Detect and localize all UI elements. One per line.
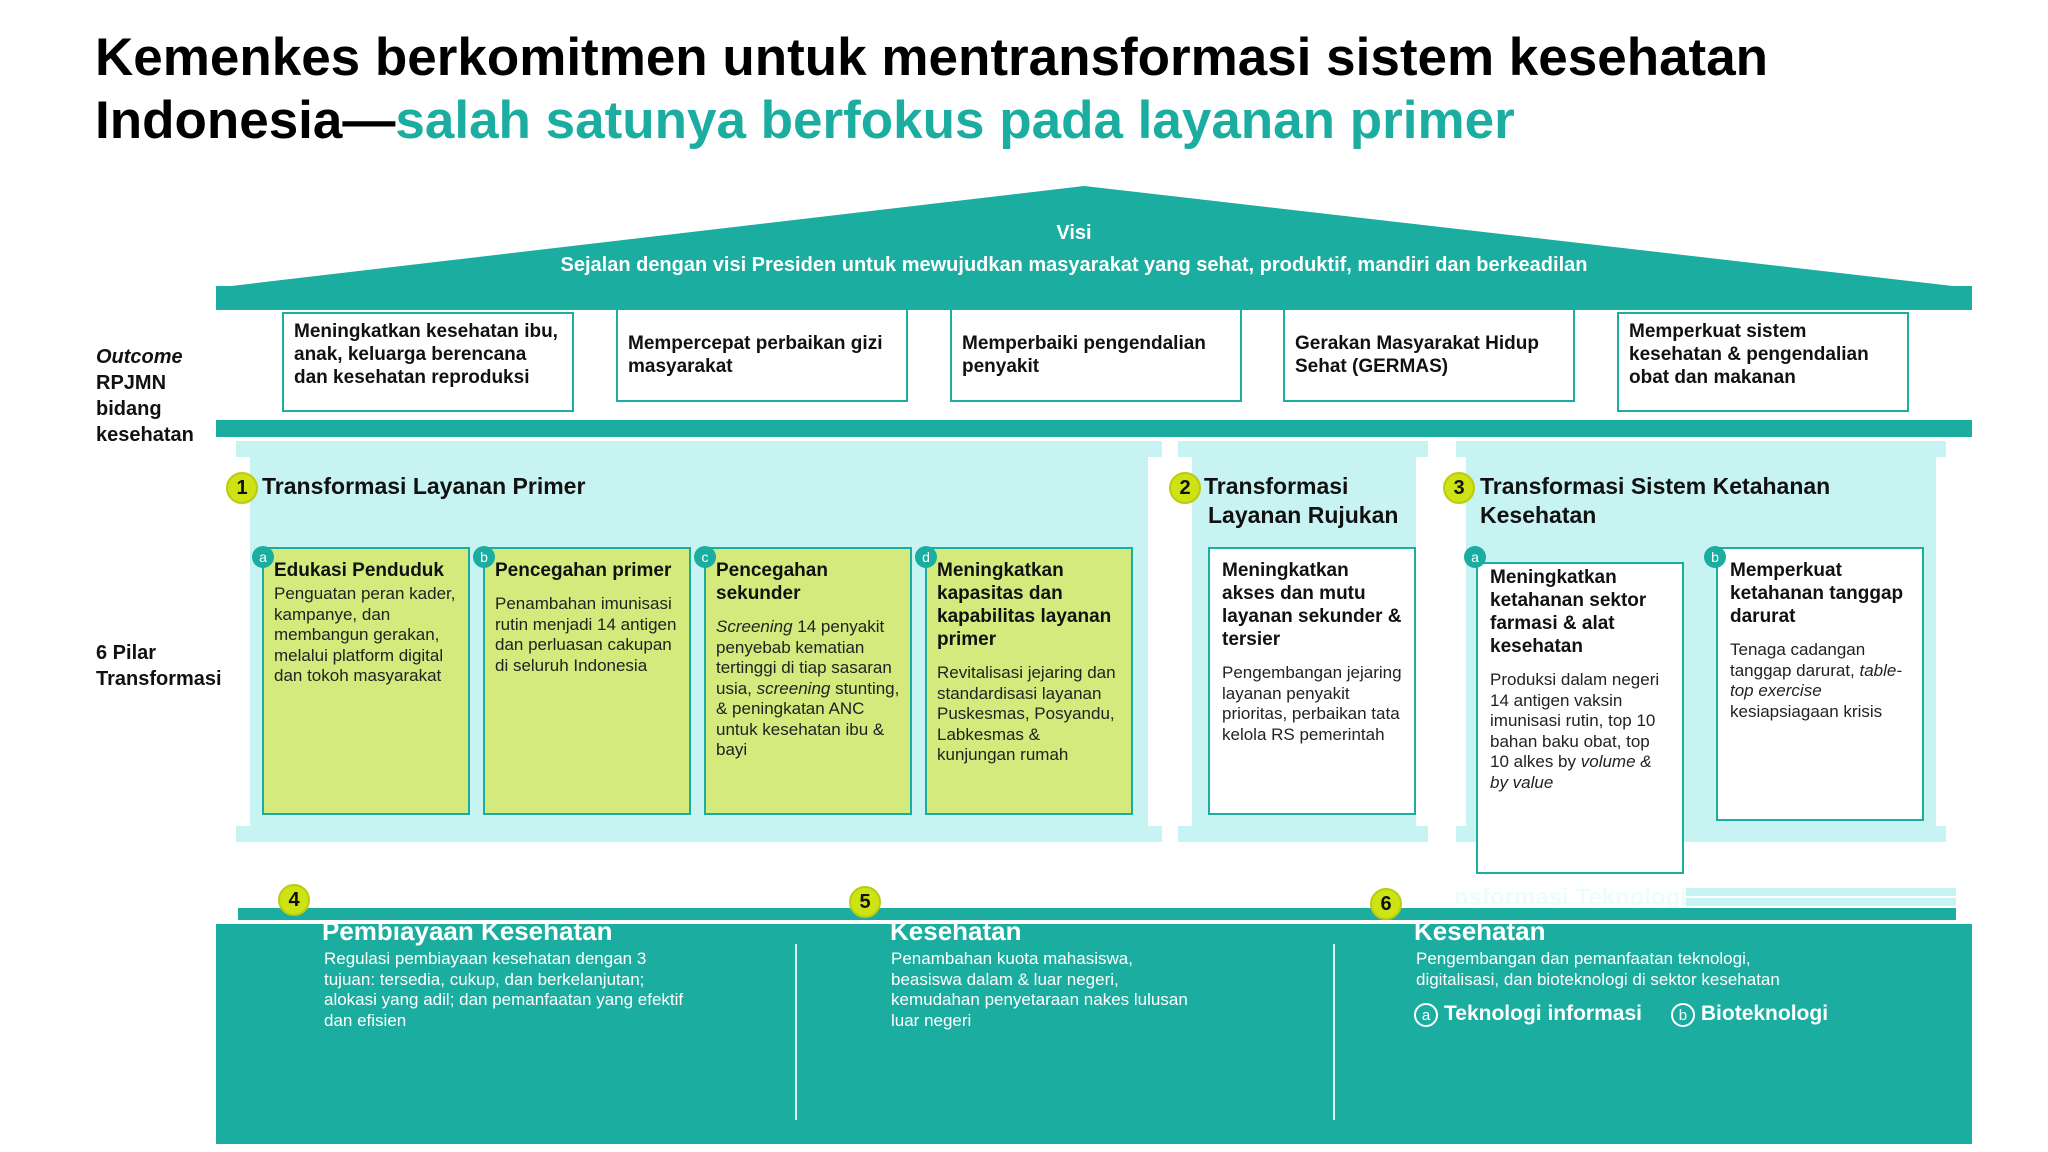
- tag-a-label: Teknologi informasi: [1444, 1002, 1642, 1025]
- outcome-label-line4: kesehatan: [96, 424, 194, 446]
- house-roof: [214, 186, 1970, 288]
- page-title: Kemenkes berkomitmen untuk mentransforma…: [95, 26, 1995, 152]
- visi-label: Visi: [1056, 222, 1092, 244]
- pillar-4-title: Pembiayaan Kesehatan: [322, 916, 613, 946]
- pillar-6-desc: Pengembangan dan pemanfaatan teknologi, …: [1416, 949, 1780, 989]
- box-1c-text-1: 14 penyakit penyebab kematian tertinggi …: [716, 617, 892, 698]
- box-3b-text-2: kesiapsiagaan krisis: [1730, 701, 1883, 721]
- box-3b-text-1: Tenaga cadangan tanggap darurat,: [1730, 640, 1866, 680]
- tag-a-badge: a: [1414, 1003, 1438, 1027]
- pillar-6-title: Kesehatan: [1414, 916, 1546, 946]
- pillar-1-capital: [236, 441, 1162, 457]
- box-3b-desc: Tenaga cadangan tanggap darurat, table-t…: [1730, 640, 1910, 722]
- pillar-5-title: Kesehatan: [890, 916, 1022, 946]
- pillar-3-box-b: Memperkuat ketahanan tanggap darurat Ten…: [1716, 547, 1924, 821]
- box-3b-title: Memperkuat ketahanan tanggap darurat: [1730, 560, 1904, 627]
- visi-statement: Sejalan dengan visi Presiden untuk mewuj…: [560, 254, 1588, 276]
- letter-badge-3a: a: [1464, 546, 1486, 568]
- tag-b-label: Bioteknologi: [1700, 1002, 1829, 1025]
- letter-badge-3b: b: [1704, 546, 1726, 568]
- outcome-box-3: Memperbaiki pengendalian penyakit: [950, 308, 1242, 402]
- pillar-1-box-a: Edukasi Penduduk Penguatan peran kader, …: [262, 547, 470, 815]
- title-accent: salah satunya berfokus pada layanan prim…: [395, 91, 1515, 150]
- letter-badge-1b: b: [473, 546, 495, 568]
- box-1d-title: Meningkatkan kapasitas dan kapabilitas l…: [937, 560, 1112, 650]
- faded-band-top: [1686, 888, 1956, 896]
- tag-b-badge: b: [1670, 1003, 1695, 1027]
- box-1b-desc: Penambahan imunisasi rutin menjadi 14 an…: [495, 594, 677, 675]
- box-3a-text: Produksi dalam negeri 14 antigen vaksin …: [1490, 670, 1660, 771]
- foundation-block: [216, 924, 1972, 1144]
- faded-band-bottom: [1686, 898, 1956, 906]
- box-3a-title: Meningkatkan ketahanan sektor farmasi & …: [1490, 567, 1647, 657]
- letter-badge-1c: c: [694, 546, 716, 568]
- foundation-band: [238, 908, 1956, 920]
- pillar-4-number-badge: 4: [278, 884, 310, 916]
- outcome-band: [216, 420, 1972, 437]
- pillar-1-title: Transformasi Layanan Primer: [262, 473, 586, 499]
- outcome-box-1: Meningkatkan kesehatan ibu, anak, keluar…: [282, 312, 574, 412]
- outcome-box-2: Mempercepat perbaikan gizi masyarakat: [616, 308, 908, 402]
- pilar-label: 6 Pilar Transformasi: [96, 640, 222, 692]
- box-1b-title: Pencegahan primer: [495, 560, 672, 581]
- box-3a-italic: volume & by value: [1490, 752, 1652, 792]
- box-2-title: Meningkatkan akses dan mutu layanan seku…: [1222, 560, 1402, 650]
- pillar-3-number-badge: 3: [1443, 472, 1475, 504]
- box-1d-desc: Revitalisasi jejaring dan standardisasi …: [937, 663, 1116, 764]
- pillar-2-box: Meningkatkan akses dan mutu layanan seku…: [1208, 547, 1416, 815]
- outcome-label-line2: RPJMN: [96, 372, 167, 394]
- pillar-3-box-a: Meningkatkan ketahanan sektor farmasi & …: [1476, 562, 1684, 874]
- box-1c-italic-1: Screening: [716, 617, 793, 636]
- box-1a-desc: Penguatan peran kader, kampanye, dan mem…: [274, 584, 456, 685]
- pillar-5-number-badge: 5: [849, 886, 881, 918]
- box-1c-italic-2: screening: [756, 678, 831, 698]
- pillar-2-title-line1: Transformasi: [1204, 473, 1349, 499]
- box-1a-title: Edukasi Penduduk: [274, 560, 444, 581]
- outcome-box-5: Memperkuat sistem kesehatan & pengendali…: [1617, 312, 1909, 412]
- pillar-3-capital: [1456, 441, 1946, 457]
- pillar-3-title-line2: Kesehatan: [1480, 502, 1597, 528]
- outcome-label-line3: bidang: [96, 398, 162, 420]
- box-3b-italic: table-top exercise: [1730, 660, 1903, 701]
- roof-band: [216, 286, 1972, 310]
- outcome-text-2: Mempercepat perbaikan gizi masyarakat: [628, 333, 883, 377]
- pillar-1-box-b: Pencegahan primer Penambahan imunisasi r…: [483, 547, 691, 815]
- pillar-3-title: Transformasi Sistem Ketahanan Kesehatan: [1480, 472, 1830, 530]
- pillar-1-number-badge: 1: [226, 472, 258, 504]
- pillar-4-desc: Regulasi pembiayaan kesehatan dengan 3 t…: [324, 949, 684, 1030]
- pilar-label-line2: Transformasi: [96, 668, 222, 690]
- outcome-box-4: Gerakan Masyarakat Hidup Sehat (GERMAS): [1283, 308, 1575, 402]
- pillar-1-box-d: Meningkatkan kapasitas dan kapabilitas l…: [925, 547, 1133, 815]
- box-3a-desc: Produksi dalam negeri 14 antigen vaksin …: [1490, 670, 1670, 793]
- pillar-2-base: [1178, 826, 1428, 842]
- outcome-text-3: Memperbaiki pengendalian penyakit: [962, 333, 1206, 377]
- box-1c-text-2: stunting, & peningkatan ANC untuk keseha…: [716, 678, 900, 760]
- pillar-3-title-line1: Transformasi Sistem Ketahanan: [1480, 473, 1831, 499]
- foundation-divider-1: [795, 944, 797, 1120]
- pilar-label-line1: 6 Pilar: [96, 642, 157, 664]
- pillar-1-base: [236, 826, 1162, 842]
- pillar-5-desc: Penambahan kuota mahasiswa, beasiswa dal…: [891, 949, 1188, 1030]
- faded-heading-text: nsformasi Teknologi: [1454, 886, 1687, 910]
- pillar-1-box-c: Pencegahan sekunder Screening 14 penyaki…: [704, 547, 912, 815]
- letter-badge-1a: a: [252, 546, 274, 568]
- pillar-6-number-badge: 6: [1370, 888, 1402, 920]
- box-2-desc: Pengembangan jejaring layanan penyakit p…: [1222, 663, 1402, 744]
- letter-badge-1d: d: [915, 546, 937, 568]
- box-1c-title: Pencegahan sekunder: [716, 560, 828, 604]
- box-1c-desc: Screening 14 penyakit penyebab kematian …: [716, 617, 900, 761]
- foundation-divider-2: [1333, 944, 1335, 1120]
- outcome-text-4: Gerakan Masyarakat Hidup Sehat (GERMAS): [1295, 333, 1539, 377]
- pillar-2-number-badge: 2: [1169, 472, 1201, 504]
- title-main: Kemenkes berkomitmen untuk mentransforma…: [95, 28, 1769, 150]
- pillar-2-title-line2: Layanan Rujukan: [1208, 502, 1399, 528]
- pillar-2-capital: [1178, 441, 1428, 457]
- pillar-2-title: Transformasi Layanan Rujukan: [1204, 472, 1398, 530]
- outcome-label-line1: Outcome: [96, 346, 183, 368]
- outcome-label: Outcome RPJMN bidang kesehatan: [96, 344, 194, 448]
